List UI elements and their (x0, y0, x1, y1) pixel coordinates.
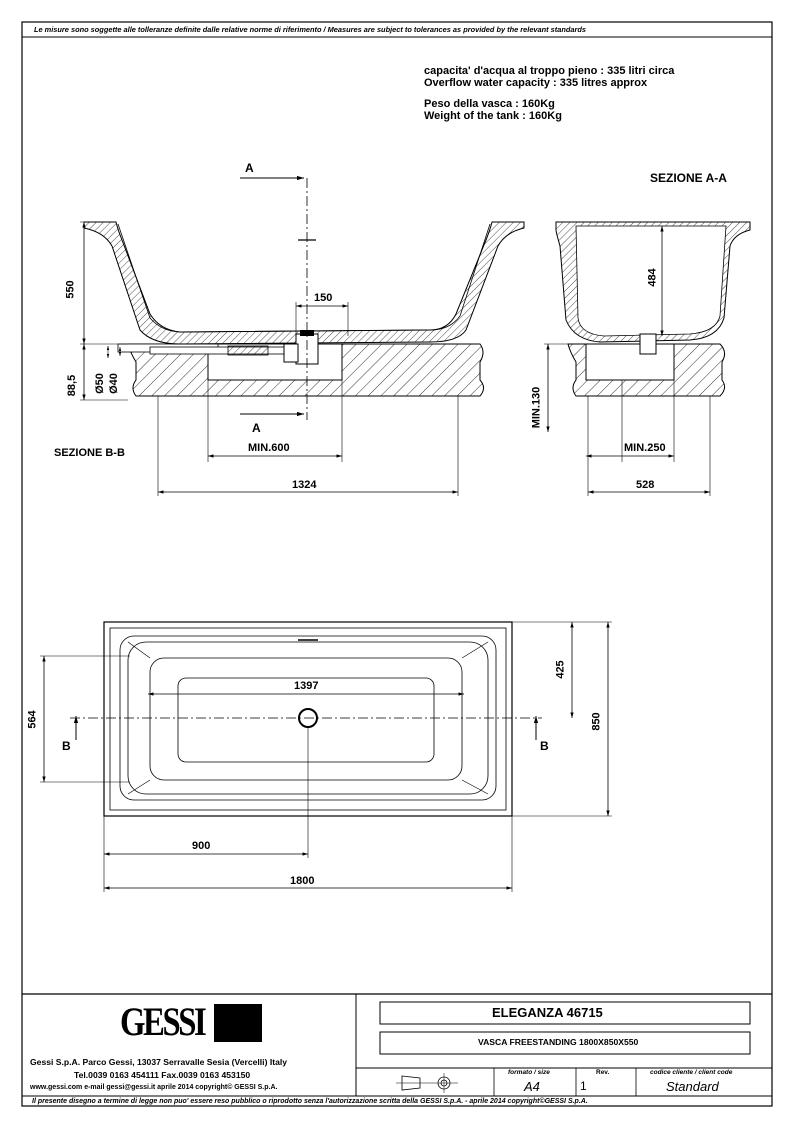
rev-value: 1 (580, 1079, 587, 1093)
company-phone: Tel.0039 0163 454111 Fax.0039 0163 45315… (74, 1070, 251, 1080)
product-name: ELEGANZA 46715 (492, 1005, 603, 1020)
section-aa-drawing (544, 221, 751, 496)
company-web: www.gessi.com e-mail gessi@gessi.it apri… (30, 1084, 278, 1091)
section-bb-title: SEZIONE B-B (54, 447, 125, 459)
rev-label: Rev. (596, 1069, 610, 1076)
client-code-label: codice cliente / client code (650, 1069, 733, 1076)
dim-1397: 1397 (294, 680, 319, 692)
tolerance-header-note: Le misure sono soggette alle tolleranze … (34, 25, 587, 34)
weight-en: Weight of the tank : 160Kg (424, 110, 562, 122)
format-label: formato / size (508, 1069, 550, 1076)
dim-min-600: MIN.600 (248, 442, 290, 454)
dim-564: 564 (26, 710, 39, 729)
dim-150: 150 (314, 292, 333, 304)
dim-1800: 1800 (290, 875, 315, 887)
copyright-footer: Il presente disegno a termine di legge n… (32, 1098, 588, 1105)
section-b-marker-right: B (540, 739, 549, 753)
dim-425: 425 (554, 660, 567, 679)
dim-528: 528 (636, 479, 655, 491)
dim-min-250: MIN.250 (624, 442, 666, 454)
dim-900: 900 (192, 840, 211, 852)
plan-view-drawing (40, 621, 612, 892)
dim-1324: 1324 (292, 479, 317, 491)
capacity-it: capacita' d'acqua al troppo pieno : 335 … (424, 65, 675, 77)
dim-484: 484 (646, 268, 659, 287)
dim-550: 550 (64, 280, 77, 299)
product-description: VASCA FREESTANDING 1800X850X550 (478, 1037, 639, 1047)
section-a-marker-top: A (245, 161, 254, 175)
dim-diameter-50: Ø50 (93, 373, 106, 394)
gessi-logo: GESSI (120, 999, 207, 1044)
section-bb-drawing (80, 175, 525, 496)
dim-88-5: 88,5 (66, 374, 79, 397)
dim-850: 850 (590, 712, 603, 731)
dim-diameter-40: Ø40 (107, 373, 120, 394)
sheet-border (21, 21, 773, 1107)
section-aa-title: SEZIONE A-A (650, 171, 727, 185)
title-block-grid (22, 993, 772, 1097)
dim-min-130: MIN.130 (530, 386, 543, 429)
section-b-marker-left: B (62, 739, 71, 753)
client-code-value: Standard (666, 1079, 719, 1094)
weight-it: Peso della vasca : 160Kg (424, 98, 555, 110)
company-address: Gessi S.p.A. Parco Gessi, 13037 Serraval… (30, 1057, 288, 1067)
format-value: A4 (524, 1079, 540, 1094)
capacity-en: Overflow water capacity : 335 litres app… (424, 77, 648, 89)
section-a-marker-bottom: A (252, 421, 261, 435)
